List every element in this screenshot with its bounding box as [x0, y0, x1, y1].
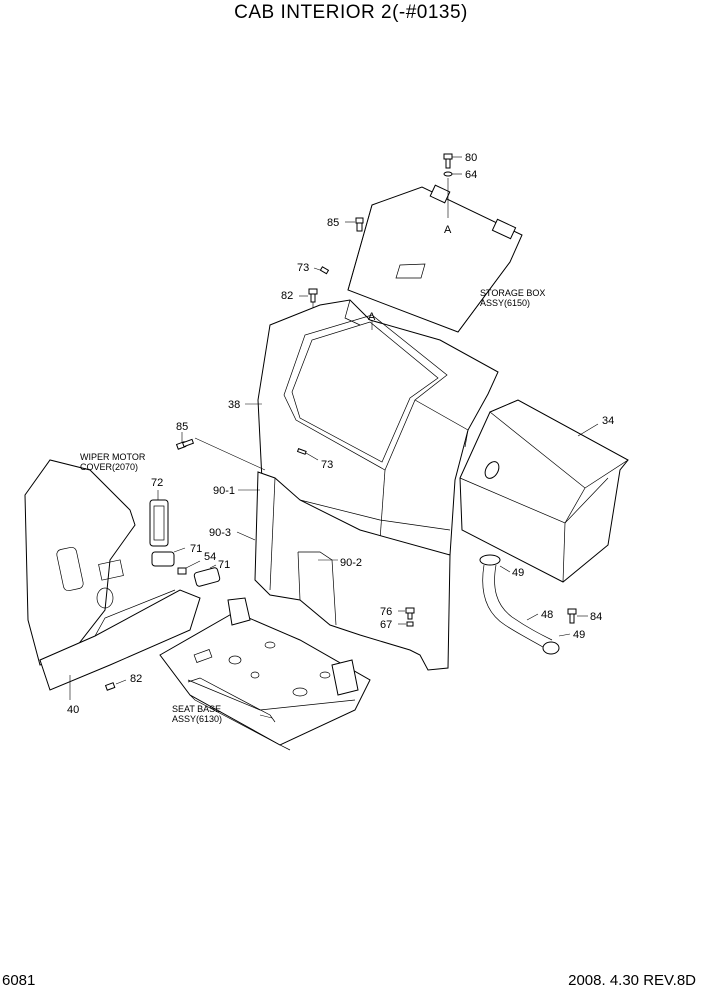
label-A-mid: A [368, 311, 376, 323]
label-40: 40 [67, 704, 79, 716]
label-34: 34 [602, 415, 614, 427]
pin-73-mid [296, 448, 319, 461]
bolt-85-top [345, 217, 364, 232]
label-90-2: 90-2 [340, 557, 362, 569]
bolt-82-bottom [104, 679, 127, 691]
switch-parts [149, 490, 221, 587]
label-71-a: 71 [190, 543, 202, 555]
revision-date: 2008. 4.30 REV.8D [568, 972, 696, 989]
label-38: 38 [228, 399, 240, 411]
label-49-b: 49 [573, 629, 585, 641]
bolt-76-67 [398, 607, 415, 627]
label-54: 54 [204, 551, 216, 563]
label-49-a: 49 [512, 567, 524, 579]
label-82-bottom: 82 [130, 673, 142, 685]
label-storage-box-1: STORAGE BOX [480, 288, 545, 298]
label-73-mid: 73 [321, 459, 333, 471]
label-82-top: 82 [281, 290, 293, 302]
label-A-top: A [444, 224, 452, 236]
label-76: 76 [380, 606, 392, 618]
label-48: 48 [541, 609, 553, 621]
callout-labels: 80 64 85 A 73 82 STORAGE BOX ASSY(6150) … [67, 152, 614, 724]
storage-box-34 [459, 399, 629, 583]
label-90-1: 90-1 [213, 485, 235, 497]
lower-panel-90 [236, 471, 451, 671]
label-seat-base-2: ASSY(6130) [172, 714, 222, 724]
label-71-b: 71 [218, 559, 230, 571]
bolt-80 [443, 153, 462, 218]
wiper-motor-cover-40 [24, 459, 201, 700]
label-seat-base-1: SEAT BASE [172, 704, 221, 714]
label-67: 67 [380, 619, 392, 631]
label-85-top: 85 [327, 217, 339, 229]
label-64: 64 [465, 169, 477, 181]
label-84: 84 [590, 611, 602, 623]
label-storage-box-2: ASSY(6150) [480, 298, 530, 308]
bolt-85-left [175, 432, 266, 471]
label-73-top: 73 [297, 262, 309, 274]
label-wiper-motor-1: WIPER MOTOR [80, 452, 146, 462]
storage-box-lid [347, 184, 523, 333]
page-title: CAB INTERIOR 2(-#0135) [234, 2, 468, 23]
page-number: 6081 [2, 972, 36, 989]
label-72: 72 [151, 477, 163, 489]
label-80: 80 [465, 152, 477, 164]
drain-hose-48 [479, 554, 588, 655]
seat-base-assy [159, 597, 371, 751]
label-85-left: 85 [176, 421, 188, 433]
label-90-3: 90-3 [209, 527, 231, 539]
label-wiper-motor-2: COVER(2070) [80, 462, 138, 472]
